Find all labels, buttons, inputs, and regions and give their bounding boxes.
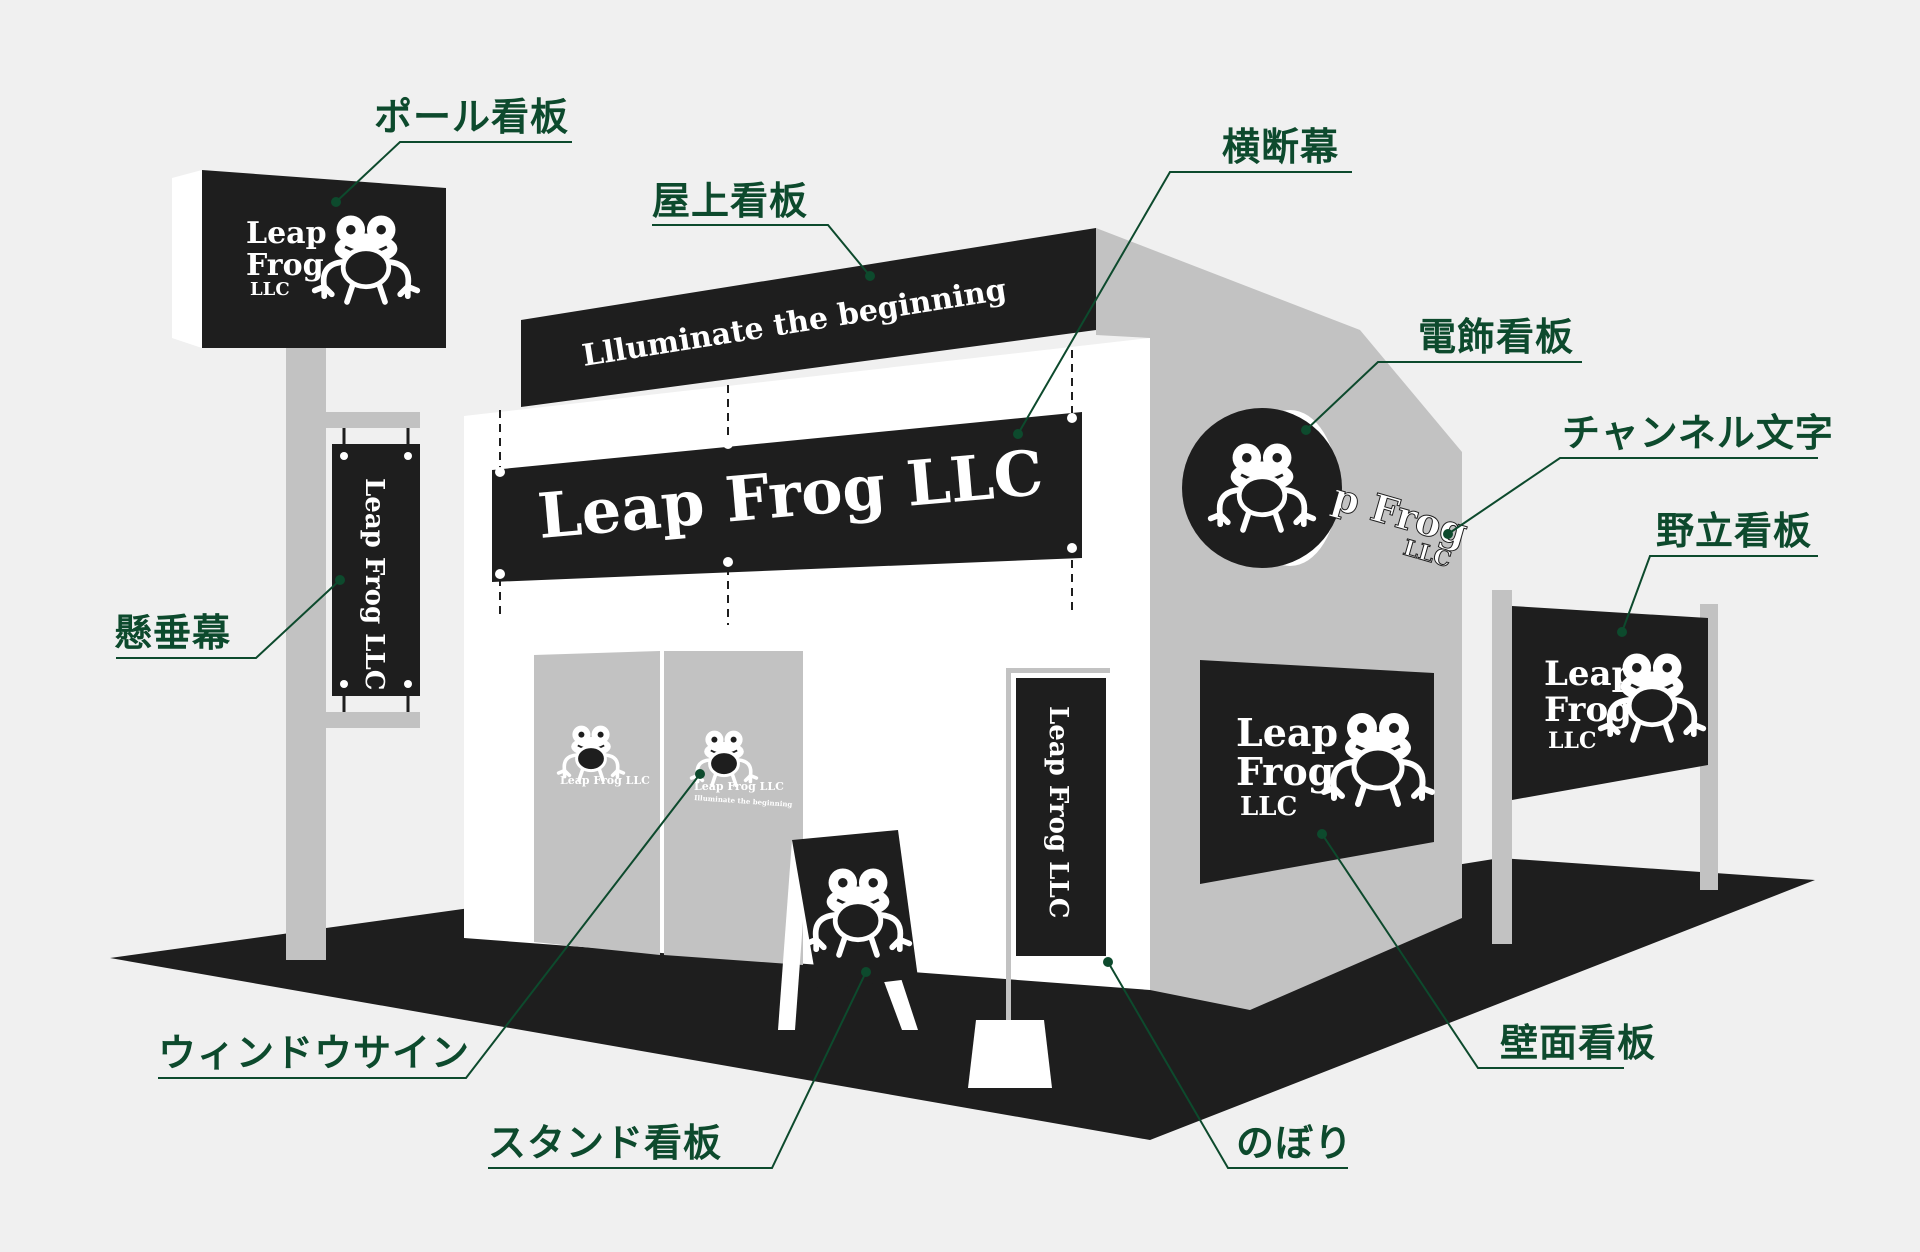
illuminated-sign (1182, 408, 1342, 568)
pole-sign-line3: LLC (250, 279, 290, 300)
label-hanging-banner: 懸垂幕 (114, 611, 232, 655)
flag: Leap Frog LLC (968, 668, 1110, 1088)
label-pole-sign: ポール看板 (374, 95, 570, 139)
label-wall-sign: 壁面看板 (1500, 1021, 1657, 1065)
label-banner: 横断幕 (1222, 125, 1340, 169)
hanging-banner-text: Leap Frog LLC (359, 478, 389, 690)
svg-text:Leap Frog LLC: Leap Frog LLC (560, 774, 650, 787)
leader-dots (331, 197, 1627, 977)
label-illuminated-sign: 電飾看板 (1418, 315, 1575, 359)
wall-sign-line2: Frog (1236, 749, 1334, 794)
hanging-banner: Leap Frog LLC (332, 428, 420, 712)
standalone-sign: Leap Frog LLC (1492, 590, 1718, 944)
stand-sign (778, 830, 918, 1030)
flag-text: Leap Frog LLC (1043, 706, 1073, 918)
label-stand-sign: スタンド看板 (488, 1121, 723, 1165)
pole-sign-line2: Frog (246, 248, 324, 283)
label-channel-letters: チャンネル文字 (1562, 411, 1834, 455)
label-standalone-sign: 野立看板 (1656, 509, 1813, 553)
standalone-sign-line2: Frog (1544, 690, 1632, 730)
label-window-sign: ウィンドウサイン (158, 1031, 471, 1075)
svg-text:Leap Frog LLC: Leap Frog LLC (694, 780, 784, 793)
pole-sign: Leap Frog LLC (172, 170, 446, 960)
pole-sign-line1: Leap (246, 216, 327, 251)
standalone-sign-line3: LLC (1548, 728, 1596, 754)
window-sign: Leap Frog LLC Leap Frog LLC Illuminate t… (534, 651, 803, 965)
wall-sign: Leap Frog LLC (1200, 660, 1434, 884)
label-rooftop-sign: 屋上看板 (652, 179, 809, 223)
leader-lines (116, 141, 1818, 1169)
label-flag: のぼり (1236, 1121, 1354, 1165)
wall-sign-line1: Leap (1236, 710, 1338, 755)
wall-sign-line3: LLC (1240, 792, 1297, 822)
standalone-sign-line1: Leap (1544, 654, 1635, 694)
